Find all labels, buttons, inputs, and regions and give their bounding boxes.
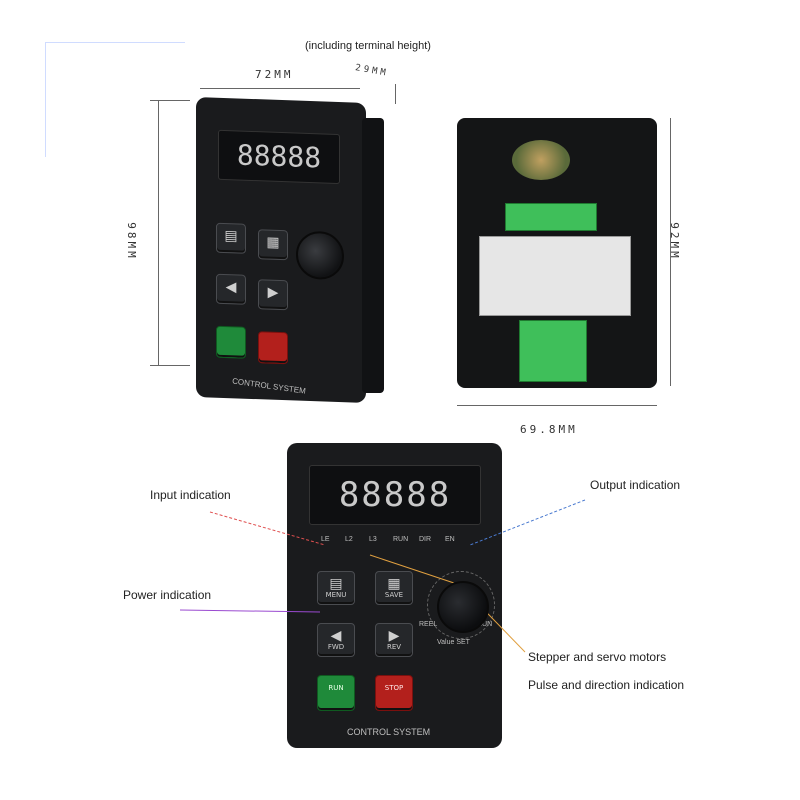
knob-dial-scale xyxy=(427,571,495,639)
power-callout-line xyxy=(179,609,321,613)
guide-line xyxy=(45,42,185,43)
save-key[interactable]: ▦ SAVE xyxy=(375,571,413,605)
width-front-label: 72MM xyxy=(255,68,294,81)
main-display: 88888 xyxy=(309,465,481,525)
input-callout-line xyxy=(209,511,326,546)
right-arrow-key[interactable]: ▶ REV xyxy=(375,623,413,657)
main-knob[interactable] xyxy=(437,581,489,633)
back-width-dimension-line xyxy=(457,405,657,406)
depth-tick xyxy=(395,84,396,104)
menu-icon: ▤ xyxy=(329,576,343,592)
back-height-dimension-line xyxy=(670,118,671,386)
width-back-label: 69.8MM xyxy=(520,423,578,436)
output-callout-line xyxy=(469,499,586,546)
knob-low-label: REEL xyxy=(419,621,438,628)
bottom-terminal-block xyxy=(519,320,587,382)
height-bottom-tick xyxy=(150,365,190,366)
height-dimension-line xyxy=(158,100,159,365)
knob-high-label: RUN xyxy=(477,621,493,628)
width-dimension-line xyxy=(200,88,360,89)
save-icon: ▦ xyxy=(387,576,401,592)
menu-key[interactable]: ▤ MENU xyxy=(317,571,355,605)
guide-line-vertical xyxy=(45,42,46,157)
top-note: (including terminal height) xyxy=(305,40,431,52)
brand-label: CONTROL SYSTEM xyxy=(347,727,431,737)
indicator-6: EN xyxy=(445,536,455,543)
indicator-2: L2 xyxy=(345,536,353,543)
right-arrow-icon: ▶ xyxy=(388,628,400,644)
motors-label: Stepper and servo motors xyxy=(528,650,667,664)
indicator-4: RUN xyxy=(393,536,409,543)
hologram-sticker xyxy=(512,140,570,180)
input-indication-label: Input indication xyxy=(150,488,231,502)
motors-callout-line-2 xyxy=(369,554,461,586)
height-top-tick xyxy=(150,100,190,101)
main-device-panel: 88888 LE L2 L3 RUN DIR EN ▤ MENU ▦ SAVE … xyxy=(287,443,502,748)
stop-key[interactable]: STOP xyxy=(375,675,413,711)
output-indication-label: Output indication xyxy=(590,478,681,492)
indicator-3: L3 xyxy=(369,536,377,543)
top-terminal-block xyxy=(505,203,597,231)
power-indication-label: Power indication xyxy=(123,588,212,602)
back-device-panel xyxy=(457,118,657,388)
start-key[interactable]: RUN xyxy=(317,675,355,711)
knob-value-label: Value SET xyxy=(437,639,470,646)
pulse-direction-label: Pulse and direction indication xyxy=(528,678,685,692)
spec-label-plate xyxy=(479,236,631,316)
front-device-side xyxy=(362,118,384,393)
indicator-5: DIR xyxy=(419,536,432,543)
indicator-1: LE xyxy=(321,536,330,543)
left-arrow-icon: ◀ xyxy=(330,628,342,644)
left-arrow-key[interactable]: ◀ FWD xyxy=(317,623,355,657)
